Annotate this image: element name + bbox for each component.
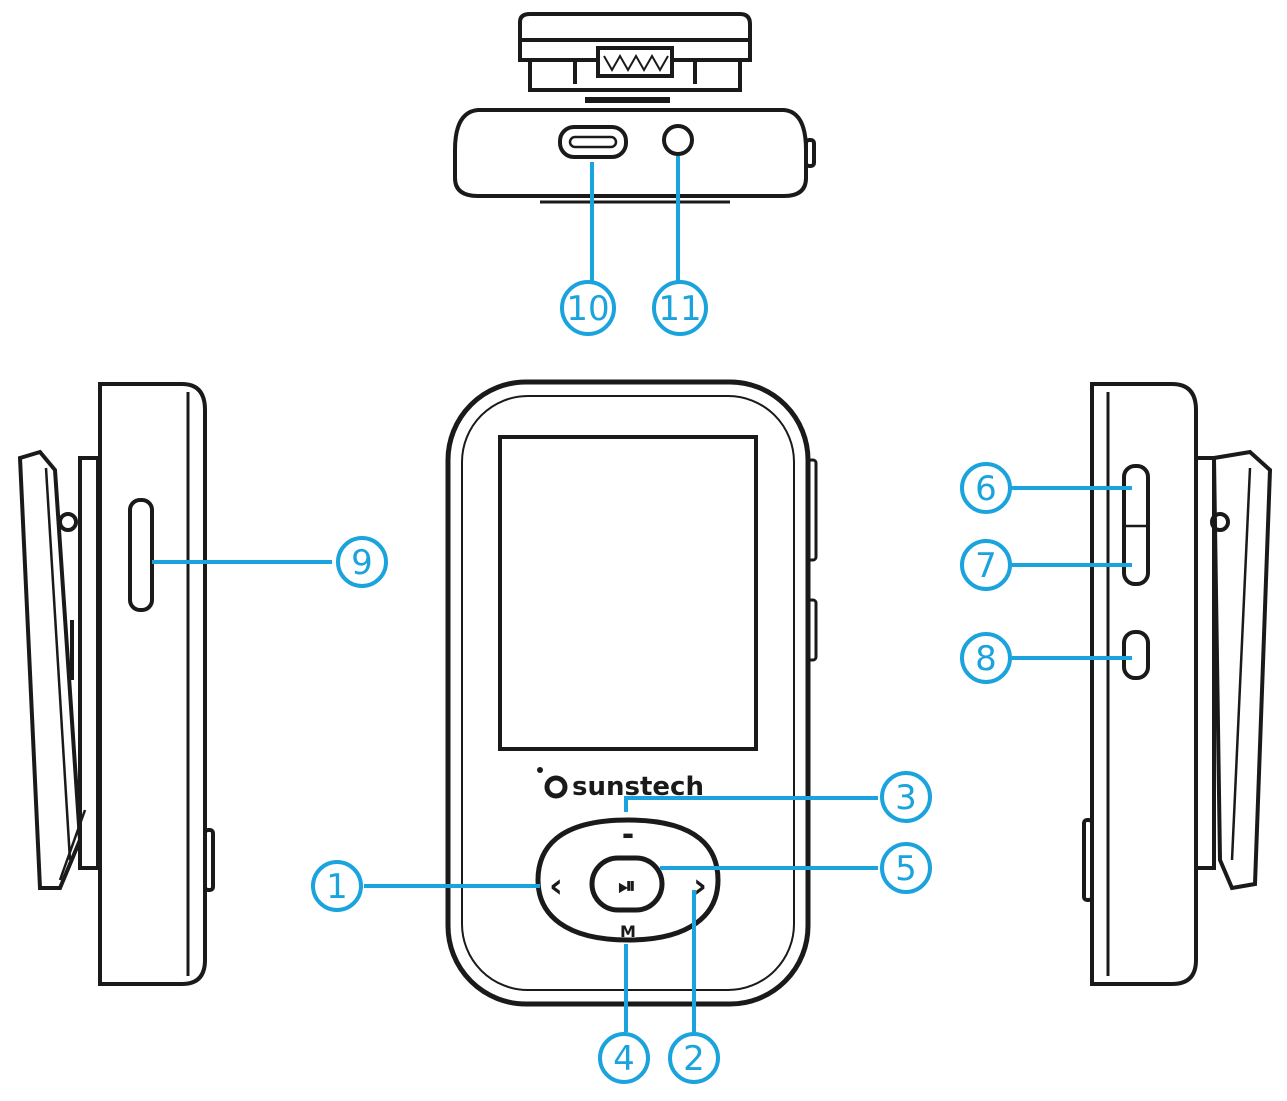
play-pause-button[interactable] — [589, 855, 665, 913]
right-side-view — [1082, 382, 1273, 986]
callout-1-circle — [311, 860, 363, 912]
callout-3: 3 — [895, 778, 917, 818]
callout-10: 10 — [566, 289, 609, 329]
callout-6: 6 — [975, 469, 997, 509]
side-slot — [128, 498, 154, 612]
callout-numbers: 1 2 3 4 5 6 7 8 9 10 11 — [326, 289, 997, 1079]
callout-11-circle — [652, 280, 708, 336]
callout-4: 4 — [613, 1039, 635, 1079]
callout-9: 9 — [351, 543, 373, 583]
callout-2: 2 — [683, 1039, 705, 1079]
callout-5: 5 — [895, 849, 917, 889]
callout-4-circle — [598, 1032, 650, 1084]
callout-1: 1 — [326, 867, 348, 907]
display-screen — [498, 435, 758, 751]
callout-6-circle — [960, 462, 1012, 514]
callout-8: 8 — [975, 639, 997, 679]
headphone-jack — [662, 124, 694, 156]
brand-logo-icon — [544, 775, 568, 799]
usb-port — [558, 125, 628, 159]
callout-11: 11 — [658, 289, 701, 329]
led-dot — [537, 767, 543, 773]
callout-8-circle — [960, 632, 1012, 684]
power-button[interactable] — [1122, 630, 1150, 680]
callout-5-circle — [880, 842, 932, 894]
callout-7: 7 — [975, 546, 997, 586]
front-view — [445, 379, 818, 1007]
callout-7-circle — [960, 539, 1012, 591]
left-side-view — [17, 382, 215, 986]
callout-3-circle — [880, 771, 932, 823]
callout-badges — [311, 280, 1012, 1084]
play-pause-glyph: ⏯ — [618, 874, 636, 899]
callout-9-circle — [336, 536, 388, 588]
next-button[interactable]: › — [693, 866, 707, 906]
volume-button[interactable]: ▬ — [622, 828, 633, 842]
callout-2-circle — [668, 1032, 720, 1084]
callout-leaders — [152, 156, 1132, 1032]
prev-button[interactable]: ‹ — [549, 866, 563, 906]
menu-button[interactable]: M — [620, 922, 636, 941]
top-view — [453, 12, 816, 204]
callout-10-circle — [560, 280, 616, 336]
